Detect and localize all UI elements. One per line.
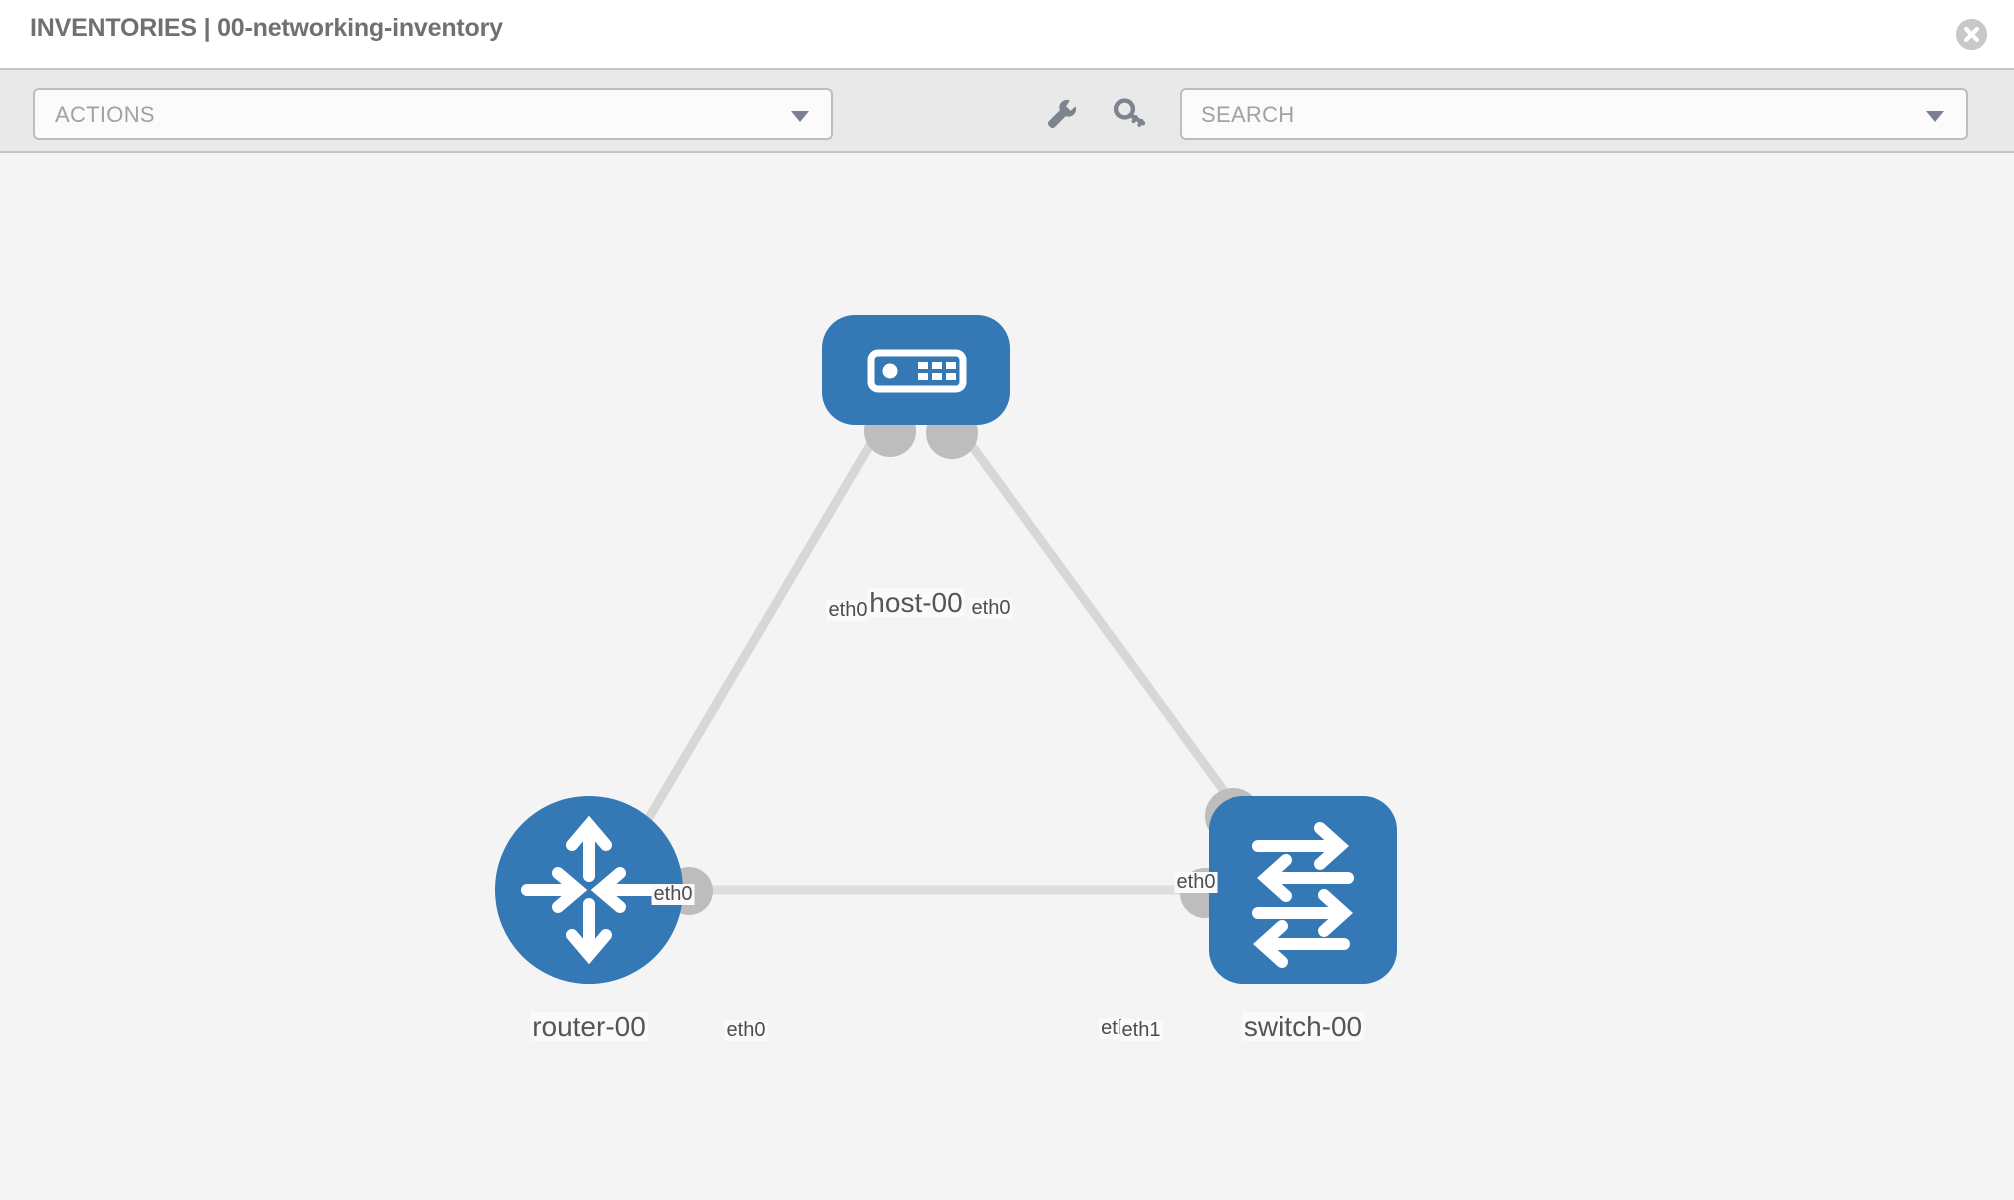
iface-label-switch00-eth1: eth1 <box>1119 1019 1163 1041</box>
key-button[interactable] <box>1110 94 1150 134</box>
actions-dropdown-label: ACTIONS <box>55 102 155 127</box>
close-button[interactable] <box>1956 19 1987 50</box>
node-host-00[interactable] <box>822 315 1010 425</box>
switch-arrows-icon <box>1252 822 1354 968</box>
wrench-icon <box>1047 99 1077 129</box>
node-label-switch-00: switch-00 <box>1241 1011 1365 1042</box>
iface-label-router00-uplink: eth0 <box>651 883 695 905</box>
iface-label-router00-eth0: eth0 <box>724 1019 768 1041</box>
iface-label-host00-right: eth0 <box>969 597 1013 619</box>
wrench-button[interactable] <box>1042 94 1082 134</box>
node-label-host-00: host-00 <box>867 587 965 618</box>
iface-label-host00-left: eth0 <box>826 599 870 621</box>
chevron-down-icon <box>791 111 809 122</box>
node-host-00-shape[interactable] <box>822 315 1010 425</box>
chevron-down-icon <box>1926 111 1944 122</box>
node-switch-00-shape[interactable] <box>1209 796 1397 984</box>
node-switch-00[interactable] <box>1209 796 1397 984</box>
node-router-00[interactable] <box>495 796 683 984</box>
link-group <box>621 410 1266 895</box>
router-arrows-icon <box>521 815 657 965</box>
node-router-00-shape[interactable] <box>495 796 683 984</box>
search-input[interactable]: SEARCH <box>1180 88 1968 140</box>
search-placeholder: SEARCH <box>1201 102 1295 127</box>
close-icon <box>1956 19 1987 50</box>
link-host00-switch00[interactable] <box>944 410 1266 846</box>
toolbar: ACTIONS SEARCH <box>0 68 2014 153</box>
topology-graph <box>495 315 1397 984</box>
page-header: INVENTORIES | 00-networking-inventory <box>0 0 2014 68</box>
node-label-router-00: router-00 <box>530 1011 648 1042</box>
interface-connectors <box>665 405 1261 918</box>
actions-dropdown[interactable]: ACTIONS <box>33 88 833 140</box>
iface-label-switch00-uplink: eth0 <box>1174 871 1218 893</box>
key-icon <box>1113 98 1146 127</box>
link-host00-router00[interactable] <box>621 410 893 861</box>
server-icon <box>867 349 967 393</box>
page-title: INVENTORIES | 00-networking-inventory <box>30 14 503 42</box>
topology-canvas[interactable]: host-00 router-00 switch-00 eth0 eth0 et… <box>0 153 2014 1200</box>
